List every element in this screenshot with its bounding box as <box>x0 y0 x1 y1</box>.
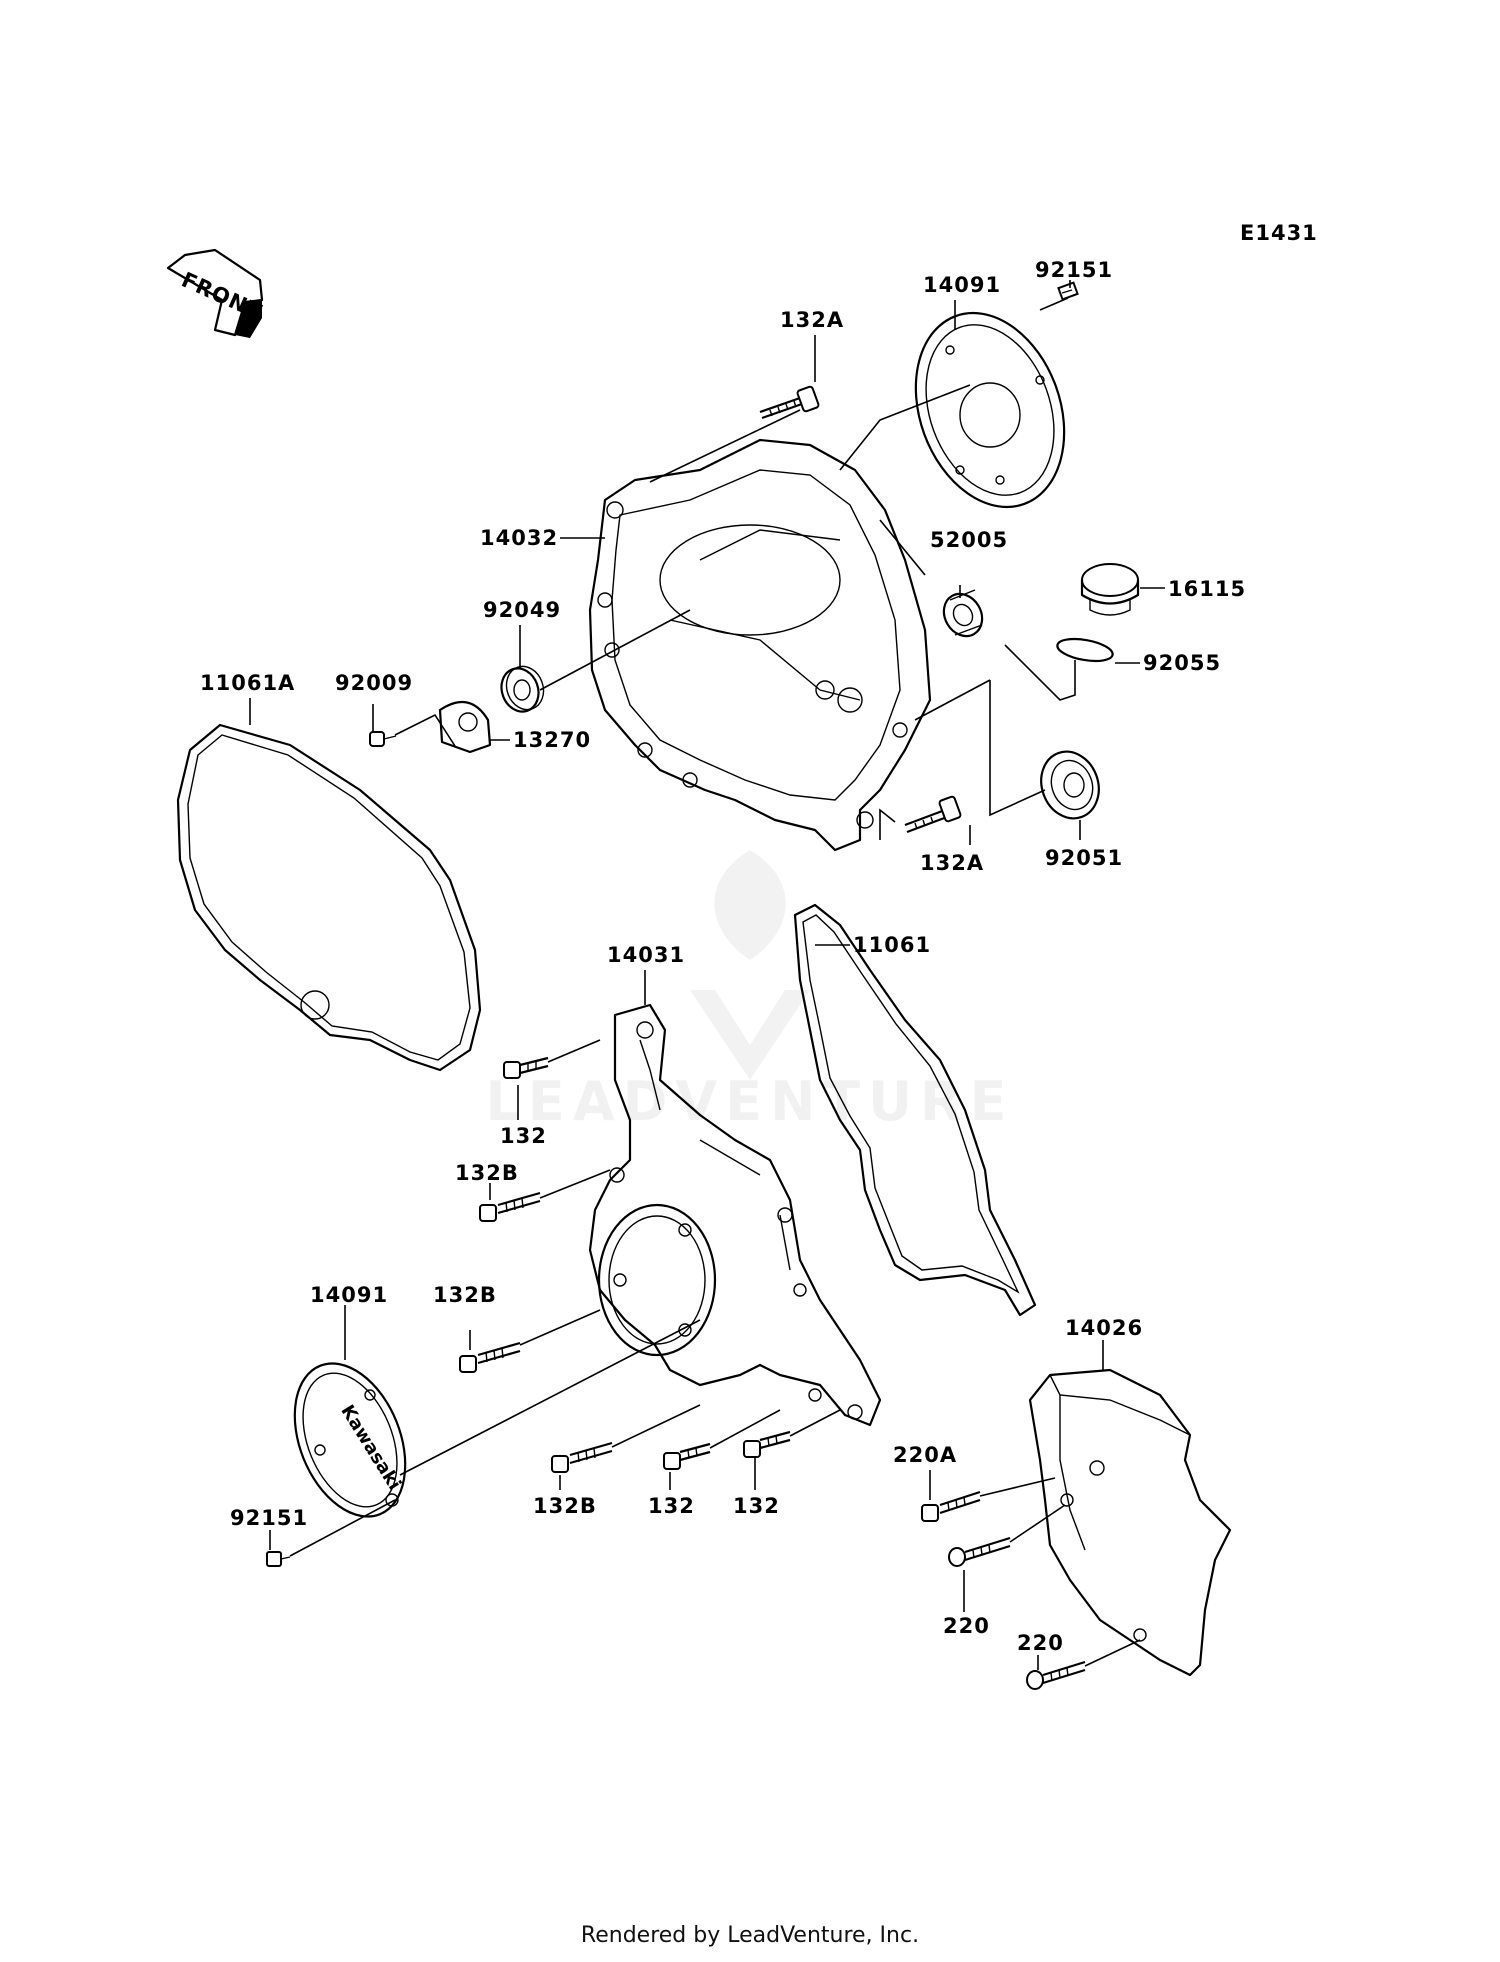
callout-92151-bottom: 92151 <box>230 1506 308 1530</box>
callout-11061A: 11061A <box>200 671 295 695</box>
clutch-cover-14032 <box>588 438 932 852</box>
callout-220A: 220A <box>893 1443 957 1467</box>
callout-92051: 92051 <box>1045 846 1123 870</box>
callout-13270: 13270 <box>513 728 591 752</box>
callouts: 14091 92151 132A 14032 52005 16115 92049… <box>200 258 1246 1655</box>
footer-credit: Rendered by LeadVenture, Inc. <box>581 1923 919 1948</box>
callout-14091-top: 14091 <box>923 273 1001 297</box>
cover-plate-14091-top <box>914 311 1066 509</box>
bearing-92051 <box>1040 750 1100 820</box>
cap-16115 <box>1080 563 1140 616</box>
bolt-220A <box>921 1490 981 1522</box>
bolt-132B-upper <box>479 1191 541 1222</box>
callout-14026: 14026 <box>1065 1316 1143 1340</box>
screw-220-b <box>1026 1660 1086 1690</box>
gasket-11061 <box>793 903 1037 1317</box>
callout-14031: 14031 <box>607 943 685 967</box>
callout-132B-low: 132B <box>533 1494 597 1518</box>
callout-11061: 11061 <box>853 933 931 957</box>
o-ring-92055 <box>1056 637 1114 663</box>
plate-13270 <box>438 700 492 754</box>
callout-14032: 14032 <box>480 526 558 550</box>
bolt-132-left <box>503 1056 549 1079</box>
callout-132A-top: 132A <box>780 308 844 332</box>
bolt-132-low2 <box>743 1430 791 1458</box>
callout-132B-mid: 132B <box>433 1283 497 1307</box>
callout-14091-bottom: 14091 <box>310 1283 388 1307</box>
bolt-92151-top <box>1057 281 1079 301</box>
gasket-11061A-inner <box>187 734 471 1061</box>
watermark: LEADVENTURE <box>486 850 1015 1133</box>
callout-16115: 16115 <box>1168 577 1246 601</box>
gasket-11061A-hole <box>300 990 330 1020</box>
callout-220-b: 220 <box>1017 1631 1064 1655</box>
engine-cover-14031 <box>588 1003 882 1427</box>
callout-132-low2: 132 <box>733 1494 780 1518</box>
callout-92055: 92055 <box>1143 651 1221 675</box>
bolt-132B-low <box>551 1441 613 1473</box>
watermark-v-icon <box>690 990 810 1080</box>
sprocket-cover-14026 <box>1028 1368 1232 1677</box>
callout-92009: 92009 <box>335 671 413 695</box>
front-arrow-icon: FRONT <box>166 248 266 338</box>
callout-220-a: 220 <box>943 1614 990 1638</box>
callout-132B-upper: 132B <box>455 1161 519 1185</box>
callout-132-low1: 132 <box>648 1494 695 1518</box>
bolt-132-low1 <box>663 1442 711 1470</box>
seal-92049 <box>500 665 545 713</box>
callout-132-left: 132 <box>500 1124 547 1148</box>
callout-92049: 92049 <box>483 598 561 622</box>
bolt-132B-mid <box>459 1341 521 1373</box>
leader-lines <box>249 280 1165 1670</box>
seal-52005 <box>942 589 984 638</box>
diagram-code: E1431 <box>1240 221 1318 245</box>
gasket-11061-inner <box>802 914 1020 1294</box>
watermark-text: LEADVENTURE <box>486 1070 1015 1133</box>
callout-92151-top: 92151 <box>1035 258 1113 282</box>
bolt-92009 <box>369 731 397 747</box>
screw-220-a <box>948 1536 1011 1567</box>
callout-132A-bottom: 132A <box>920 851 984 875</box>
bolt-132A-top <box>759 385 820 420</box>
bolt-92151-bottom <box>266 1551 291 1567</box>
watermark-flame-icon <box>714 850 786 960</box>
bolt-132A-bottom <box>904 795 962 834</box>
callout-52005: 52005 <box>930 528 1008 552</box>
gasket-11061A <box>176 723 482 1072</box>
